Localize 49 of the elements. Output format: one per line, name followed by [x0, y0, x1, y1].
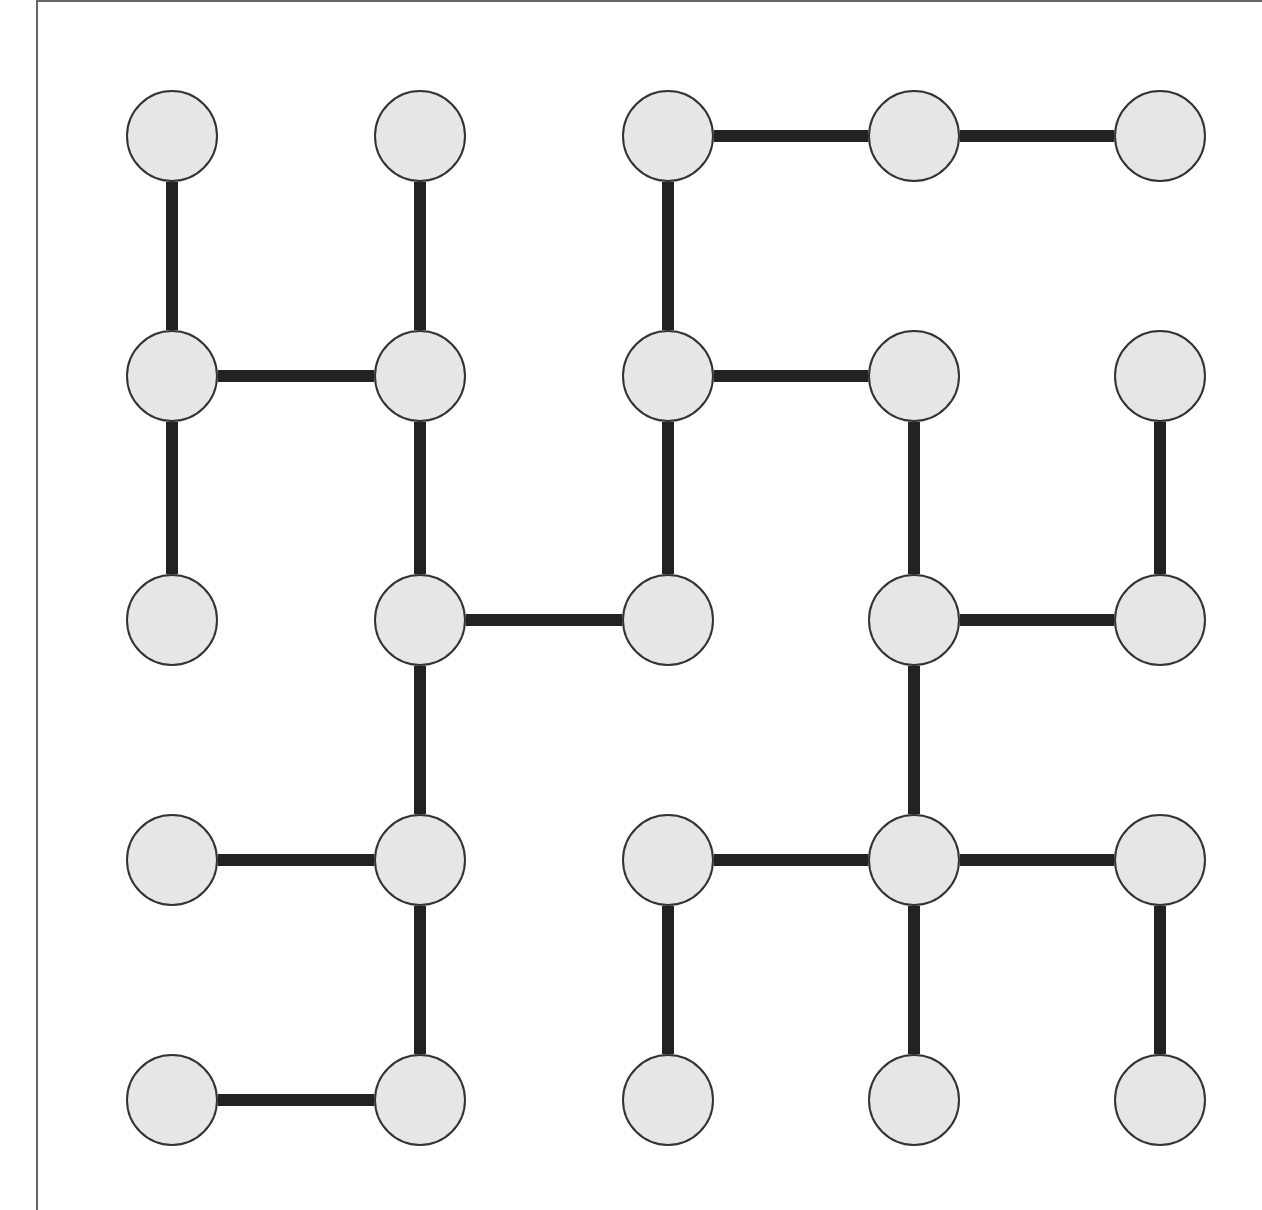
connector-line — [466, 614, 622, 626]
circle-node — [1114, 90, 1206, 182]
circle-node — [1114, 330, 1206, 422]
circle-node — [622, 330, 714, 422]
circle-node — [1114, 1054, 1206, 1146]
connector-line — [218, 1094, 374, 1106]
circle-node — [374, 1054, 466, 1146]
circle-node — [1114, 814, 1206, 906]
connector-line — [714, 370, 868, 382]
connector-line — [908, 906, 920, 1054]
circle-node — [374, 330, 466, 422]
circle-node — [126, 574, 218, 666]
circle-node — [126, 1054, 218, 1146]
connector-line — [908, 666, 920, 814]
connector-line — [166, 422, 178, 574]
connector-line — [1154, 906, 1166, 1054]
connector-line — [414, 906, 426, 1054]
connector-line — [414, 182, 426, 330]
circle-node — [622, 1054, 714, 1146]
circle-node — [126, 90, 218, 182]
connector-line — [714, 854, 868, 866]
circle-node — [1114, 574, 1206, 666]
circle-node — [622, 90, 714, 182]
connector-line — [908, 422, 920, 574]
connector-line — [960, 614, 1114, 626]
connector-line — [414, 422, 426, 574]
circle-node — [868, 330, 960, 422]
connector-line — [218, 854, 374, 866]
circle-node — [622, 814, 714, 906]
connector-line — [166, 182, 178, 330]
connector-line — [218, 370, 374, 382]
connector-line — [414, 666, 426, 814]
connector-line — [714, 130, 868, 142]
circle-node — [868, 1054, 960, 1146]
connector-line — [960, 854, 1114, 866]
circle-node — [868, 574, 960, 666]
circle-node — [374, 90, 466, 182]
connector-line — [1154, 422, 1166, 574]
circle-node — [126, 330, 218, 422]
connector-line — [662, 422, 674, 574]
connector-line — [960, 130, 1114, 142]
circle-node — [622, 574, 714, 666]
circle-node — [126, 814, 218, 906]
circle-node — [374, 574, 466, 666]
circle-node — [374, 814, 466, 906]
circle-node — [868, 814, 960, 906]
connector-line — [662, 182, 674, 330]
circle-node — [868, 90, 960, 182]
connector-line — [662, 906, 674, 1054]
